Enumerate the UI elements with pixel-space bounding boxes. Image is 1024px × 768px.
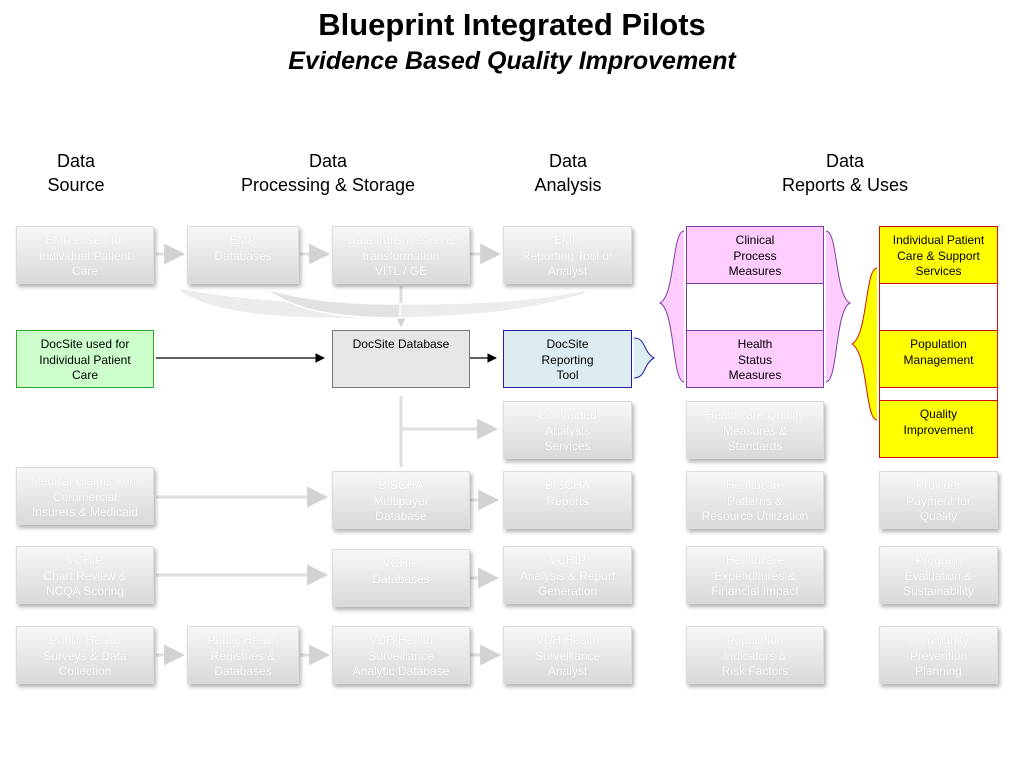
box-label: VDH Health Surveillance Analytic Databas… xyxy=(352,633,450,678)
curved-connector xyxy=(179,287,586,320)
column-header-line: Source xyxy=(47,175,105,195)
box-label: Program Evaluation & Sustainability xyxy=(903,553,974,598)
column-header-processing: Data Processing & Storage xyxy=(218,149,438,197)
vchip-source-box[interactable]: VCHIP Chart Review & NCQA Scoring xyxy=(16,546,154,604)
box-label: EMRs used for Individual Patient Care xyxy=(39,233,131,278)
measures-panel-fill xyxy=(686,284,824,330)
box-label: BISCHA Multipayer Database xyxy=(373,478,429,523)
emr-source-box[interactable]: EMRs used for Individual Patient Care xyxy=(16,226,154,284)
box-label: VDH Health Surveillance Analyst xyxy=(534,633,601,678)
box-label: EMR Reporting Tool or Analyst xyxy=(521,233,614,278)
diagram-subtitle: Evidence Based Quality Improvement xyxy=(288,47,736,75)
data-transformation-box[interactable]: Data transmission & transformation VITL … xyxy=(332,226,470,284)
box-label: VCHIP Analysis & Report Generation xyxy=(519,553,616,598)
column-header-line: Processing & Storage xyxy=(240,175,416,195)
community-prevention-box[interactable]: Community Prevention Planning xyxy=(879,626,998,684)
column-header-line: Data xyxy=(56,151,96,171)
brace-docsite-tool xyxy=(633,337,656,379)
vdh-analytic-database-box[interactable]: VDH Health Surveillance Analytic Databas… xyxy=(332,626,470,684)
vchip-databases-box[interactable]: VCHIP Databases xyxy=(332,549,470,607)
clinical-process-measures-box[interactable]: Clinical Process Measures xyxy=(686,226,824,284)
box-label: Provider Payment for Quality xyxy=(906,478,971,523)
bischa-reports-box[interactable]: BISCHA Reports xyxy=(503,471,632,529)
box-label: DocSite Database xyxy=(352,337,450,351)
healthcare-patterns-box[interactable]: Healthcare Patterns & Resource Utilizati… xyxy=(686,471,824,529)
quality-improvement-box[interactable]: Quality Improvement xyxy=(879,400,998,458)
box-label: Clinical Process Measures xyxy=(728,233,782,278)
column-header-source: Data Source xyxy=(16,149,136,197)
box-label: Health Status Measures xyxy=(728,337,782,382)
vdh-analyst-box[interactable]: VDH Health Surveillance Analyst xyxy=(503,626,632,684)
docsite-reporting-tool-box[interactable]: DocSite Reporting Tool xyxy=(503,330,632,388)
healthcare-quality-measures-box[interactable]: Healthcare Quality Measures & Standards xyxy=(686,401,824,459)
column-header-line: Data xyxy=(548,151,588,171)
box-label: Healthcare Expenditures & Financial Impa… xyxy=(711,553,799,598)
column-header-reports: Data Reports & Uses xyxy=(745,149,945,197)
contracted-analysis-box[interactable]: Contracted Analysis Services xyxy=(503,401,632,459)
emr-databases-box[interactable]: EMR Databases xyxy=(187,226,299,284)
bischa-database-box[interactable]: BISCHA Multipayer Database xyxy=(332,471,470,529)
box-label: Community Prevention Planning xyxy=(908,633,969,678)
uses-panel-fill-upper xyxy=(879,284,998,330)
box-label: Healthcare Patterns & Resource Utilizati… xyxy=(701,478,809,523)
population-management-box[interactable]: Population Management xyxy=(879,330,998,388)
docsite-database-box[interactable]: DocSite Database xyxy=(332,330,470,388)
column-header-line: Analysis xyxy=(534,175,602,195)
health-status-measures-box[interactable]: Health Status Measures xyxy=(686,330,824,388)
vchip-analysis-box[interactable]: VCHIP Analysis & Report Generation xyxy=(503,546,632,604)
box-label: Quality Improvement xyxy=(903,407,974,437)
box-label: Healthcare Quality Measures & Standards xyxy=(705,408,805,453)
box-label: BISCHA Reports xyxy=(545,478,590,508)
program-evaluation-box[interactable]: Program Evaluation & Sustainability xyxy=(879,546,998,604)
individual-patient-care-box[interactable]: Individual Patient Care & Support Servic… xyxy=(879,226,998,284)
box-label: Data transmission & transformation VITL … xyxy=(347,233,455,278)
box-label: DocSite used for Individual Patient Care xyxy=(39,337,131,382)
public-health-surveys-box[interactable]: Public Health Surveys & Data Collection xyxy=(16,626,154,684)
public-health-registries-box[interactable]: Public Health Registries & Databases xyxy=(187,626,299,684)
box-label: VCHIP Databases xyxy=(372,556,430,586)
box-label: DocSite Reporting Tool xyxy=(541,337,594,382)
box-label: Public Health Registries & Databases xyxy=(207,633,279,678)
box-label: Population Management xyxy=(903,337,974,367)
box-label: VCHIP Chart Review & NCQA Scoring xyxy=(43,553,127,598)
box-label: EMR Databases xyxy=(214,233,272,263)
uses-panel-fill-lower xyxy=(879,388,998,400)
population-indicators-box[interactable]: Population Indicators & Risk Factors xyxy=(686,626,824,684)
column-header-line: Data xyxy=(308,151,348,171)
box-label: Individual Patient Care & Support Servic… xyxy=(892,233,985,278)
medical-claims-box[interactable]: Medical Claims from Commercial Insurers … xyxy=(16,467,154,525)
column-header-analysis: Data Analysis xyxy=(508,149,628,197)
box-label: Population Indicators & Risk Factors xyxy=(721,633,789,678)
box-label: Medical Claims from Commercial Insurers … xyxy=(30,474,140,519)
docsite-source-box[interactable]: DocSite used for Individual Patient Care xyxy=(16,330,154,388)
column-header-line: Data xyxy=(825,151,865,171)
brace-uses xyxy=(850,267,878,421)
column-header-line: Reports & Uses xyxy=(781,175,909,195)
brace-right-measures xyxy=(825,230,852,383)
box-label: Contracted Analysis Services xyxy=(538,408,597,453)
diagram-title: Blueprint Integrated Pilots xyxy=(318,7,706,42)
provider-payment-box[interactable]: Provider Payment for Quality xyxy=(879,471,998,529)
box-label: Public Health Surveys & Data Collection xyxy=(43,633,127,678)
brace-left-measures xyxy=(658,230,685,383)
emr-reporting-box[interactable]: EMR Reporting Tool or Analyst xyxy=(503,226,632,284)
healthcare-expenditures-box[interactable]: Healthcare Expenditures & Financial Impa… xyxy=(686,546,824,604)
